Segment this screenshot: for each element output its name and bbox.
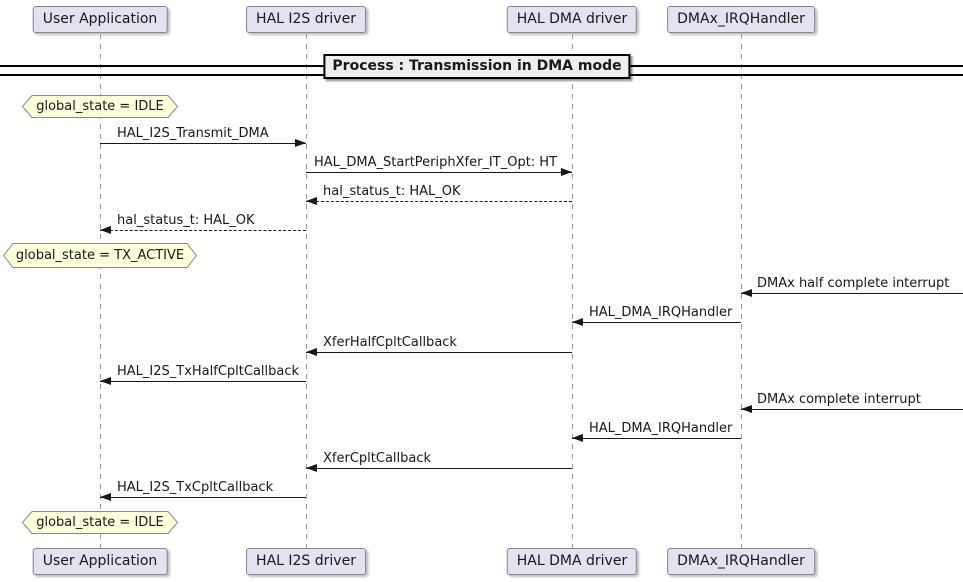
message-label: HAL_DMA_IRQHandler xyxy=(589,305,733,320)
state-note-text: global_state = TX_ACTIVE xyxy=(15,248,185,263)
arrowhead-icon xyxy=(572,434,583,442)
arrowhead-icon xyxy=(741,405,752,413)
lifeline-hal-dma-driver xyxy=(572,34,573,548)
divider-title: Process : Transmission in DMA mode xyxy=(323,54,631,79)
message-label: HAL_DMA_IRQHandler xyxy=(589,421,733,436)
lifeline-user-application xyxy=(100,34,101,548)
arrowhead-icon xyxy=(100,493,111,501)
message-line xyxy=(741,409,963,410)
hexagon-shape xyxy=(22,511,178,534)
state-note-idle-2: global_state = IDLE xyxy=(22,511,178,534)
message-line xyxy=(741,293,963,294)
participant-hal-dma-driver-bottom: HAL DMA driver xyxy=(506,548,638,575)
message-line xyxy=(572,438,741,439)
participant-dmax-irqhandler-bottom: DMAx_IRQHandler xyxy=(667,548,815,575)
state-note-text: global_state = IDLE xyxy=(36,99,164,114)
lifeline-hal-i2s-driver xyxy=(306,34,307,548)
arrowhead-icon xyxy=(572,318,583,326)
message-label: XferHalfCpltCallback xyxy=(323,335,457,350)
arrowhead-icon xyxy=(306,197,317,205)
message-line xyxy=(572,322,741,323)
message-line xyxy=(306,352,572,353)
participant-user-application-bottom: User Application xyxy=(32,548,168,575)
arrowhead-icon xyxy=(100,377,111,385)
participant-user-application-top: User Application xyxy=(32,6,168,33)
participant-dmax-irqhandler-top: DMAx_IRQHandler xyxy=(667,6,815,33)
state-note-idle-1: global_state = IDLE xyxy=(22,95,178,118)
message-label: HAL_I2S_Transmit_DMA xyxy=(117,126,269,141)
message-line xyxy=(306,201,572,202)
participant-hal-i2s-driver-bottom: HAL I2S driver xyxy=(246,548,366,575)
state-note-tx-active: global_state = TX_ACTIVE xyxy=(3,243,197,268)
message-line xyxy=(100,381,306,382)
message-label: HAL_I2S_TxCpltCallback xyxy=(117,480,274,495)
message-label: HAL_DMA_StartPeriphXfer_IT_Opt: HT xyxy=(314,155,558,170)
arrowhead-icon xyxy=(295,139,306,147)
arrowhead-icon xyxy=(100,226,111,234)
message-line xyxy=(306,468,572,469)
message-line xyxy=(100,230,306,231)
participant-hal-i2s-driver-top: HAL I2S driver xyxy=(246,6,366,33)
message-line xyxy=(100,497,306,498)
message-label: hal_status_t: HAL_OK xyxy=(117,213,255,228)
message-line xyxy=(306,172,572,173)
message-label: XferCpltCallback xyxy=(323,451,432,466)
arrowhead-icon xyxy=(306,464,317,472)
arrowhead-icon xyxy=(306,348,317,356)
arrowhead-icon xyxy=(561,168,572,176)
hexagon-shape xyxy=(3,243,197,268)
message-line xyxy=(100,143,306,144)
arrowhead-icon xyxy=(741,289,752,297)
message-label: HAL_I2S_TxHalfCpltCallback xyxy=(117,364,300,379)
message-label: hal_status_t: HAL_OK xyxy=(323,184,461,199)
message-label: DMAx complete interrupt xyxy=(757,392,921,407)
state-note-text: global_state = IDLE xyxy=(36,515,164,530)
hexagon-shape xyxy=(22,95,178,118)
message-label: DMAx half complete interrupt xyxy=(757,276,950,291)
participant-hal-dma-driver-top: HAL DMA driver xyxy=(506,6,638,33)
